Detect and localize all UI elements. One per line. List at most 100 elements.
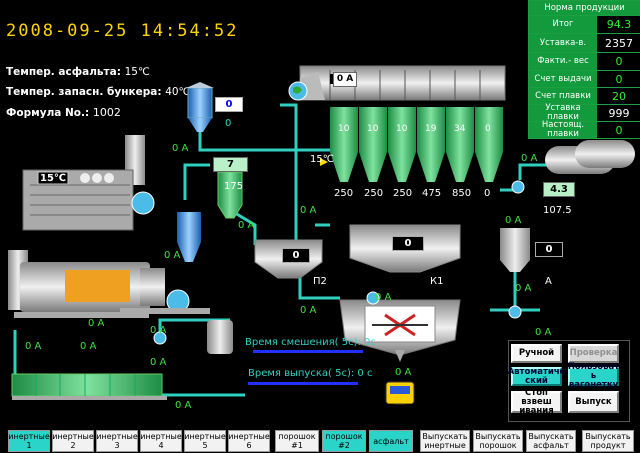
tank-right-reading: 107.5	[543, 205, 572, 216]
stats-title: Норма продукции	[529, 1, 640, 15]
btn-inert-4[interactable]: инертные 4	[140, 430, 182, 452]
valve-icon	[366, 291, 380, 305]
current-right-top: 0 A	[521, 153, 538, 164]
top-hopper-small: 0	[225, 118, 232, 129]
mixer-current: 0 A	[375, 292, 392, 303]
stats-title-row: Норма продукции	[529, 1, 640, 16]
truck-icon	[385, 381, 415, 408]
stats-row-value: 999	[608, 106, 630, 120]
btn-inert-2[interactable]: инертные 2	[52, 430, 94, 452]
btn-powder-1[interactable]: порошок #1	[275, 430, 319, 452]
hot-silos	[320, 107, 503, 182]
bunker-temp-value: 40℃	[165, 86, 191, 98]
powder-tank	[207, 320, 233, 354]
btn-inert-6[interactable]: инертные 6	[228, 430, 270, 452]
datetime-display: 2008-09-25 14:54:52	[6, 21, 239, 41]
stats-row-value: 2357	[605, 36, 633, 50]
top-hopper	[186, 82, 214, 132]
silo-setpoint: 475	[422, 188, 442, 199]
silo-6	[475, 107, 503, 182]
stats-row-label: Уставка-в.	[529, 34, 597, 52]
pipe-elevator-out	[229, 208, 257, 245]
pipe-p2-down	[298, 275, 340, 300]
dryer-current-left: 0 A	[88, 318, 105, 329]
current-p2: 0 A	[238, 220, 255, 231]
hopper-p2-display: 0	[282, 248, 310, 263]
stats-row-value: 0	[615, 72, 623, 86]
stop-weighing-button[interactable]: Стоп взвеш ивания	[511, 388, 562, 415]
stats-row: Счет плавки 20	[529, 88, 640, 105]
silo-value: 10	[338, 124, 350, 134]
mixer	[339, 299, 461, 362]
automatic-button[interactable]: Автоматиче ский	[507, 366, 566, 386]
silo-4	[417, 107, 445, 182]
btn-inert-3[interactable]: инертные 3	[96, 430, 138, 452]
vehicle-current: 0 A	[395, 367, 412, 378]
stats-row-label: Уставка плавки	[529, 104, 597, 122]
pipe-cyclone	[183, 163, 210, 200]
silo-5	[446, 107, 474, 182]
btn-discharge-inert[interactable]: Выпускать инертные	[420, 430, 470, 452]
stats-row: Итог 94.3	[529, 16, 640, 34]
silo-temp: 15℃	[310, 154, 334, 165]
stats-row: Настоящ. плавки 0	[529, 121, 640, 139]
silo-value: 19	[425, 124, 437, 134]
stats-row: Уставка плавки 999	[529, 104, 640, 122]
pipe-filter-down	[280, 103, 298, 150]
stats-row-label: Настоящ. плавки	[529, 121, 597, 139]
btn-inert-1[interactable]: инертные 1	[8, 430, 50, 452]
btn-inert-5[interactable]: инертные 5	[184, 430, 226, 452]
formula-value: 1002	[92, 106, 121, 119]
current-right-bot: 0 A	[535, 327, 552, 338]
btn-discharge-powder[interactable]: Выпускать порошок	[473, 430, 523, 452]
asphalt-temp: Темпер. асфальта: 15℃	[6, 66, 150, 78]
silo-value: 0	[485, 124, 491, 134]
silo-temp-indicator	[320, 158, 328, 166]
stats-row-label: Факти.- вес	[529, 53, 597, 70]
manual-button[interactable]: Ручной	[511, 344, 562, 363]
dryer-assembly	[8, 135, 210, 318]
bag-filter	[288, 65, 506, 101]
asphalt-temp-value: 15℃	[124, 66, 150, 78]
formula-label: Формула No.:	[6, 107, 90, 119]
tank-a-label: A	[545, 276, 552, 287]
cold-feeders	[11, 373, 167, 400]
stats-row: Счет выдачи 0	[529, 71, 640, 88]
silo-value: 34	[454, 124, 466, 134]
pump-current-left: 0 A	[150, 325, 167, 336]
feeder-current: 0 A	[150, 357, 167, 368]
stats-row-value: 20	[612, 89, 626, 103]
stats-row: Уставка-в. 2357	[529, 34, 640, 53]
mixer-current-left: 0 A	[300, 305, 317, 316]
discharge-button[interactable]: Выпуск	[568, 391, 619, 413]
asphalt-temp-label: Темпер. асфальта:	[6, 66, 121, 78]
tank-a-display: 0	[535, 242, 563, 257]
bunker-temp: Темпер. запасн. бункера: 40℃	[6, 86, 190, 98]
formula: Формула No.: 1002	[6, 106, 121, 119]
feeder-current: 0 A	[80, 341, 97, 352]
user-wagon-button[interactable]: Пользоват ь вагонетку	[567, 362, 620, 390]
pipe-top-hopper	[198, 130, 298, 240]
top-hopper-display: 0	[215, 97, 243, 112]
elevator-reading: 175	[224, 181, 244, 192]
bunker-temp-label: Темпер. запасн. бункера:	[6, 86, 162, 98]
tank-a	[500, 228, 530, 272]
stats-row-value: 94.3	[606, 18, 632, 31]
mix-time: Время смешения( 5c): 0c	[245, 337, 376, 348]
stats-row-label: Счет выдачи	[529, 71, 597, 87]
btn-discharge-asphalt[interactable]: Выпускать асфальт	[526, 430, 576, 452]
valve-icons	[153, 180, 525, 345]
valve-icon	[511, 180, 525, 194]
btn-asphalt[interactable]: асфальт	[369, 430, 413, 452]
btn-powder-2[interactable]: порошок #2	[322, 430, 366, 452]
stats-row-value: 0	[615, 123, 623, 137]
btn-discharge-product[interactable]: Выпускать продукт	[582, 430, 634, 452]
stats-row-value: 0	[615, 55, 623, 68]
check-button[interactable]: Проверка	[568, 344, 619, 363]
valve-icon	[508, 305, 522, 319]
cyclone	[177, 212, 201, 262]
silo-3	[388, 107, 416, 182]
silo-2	[359, 107, 387, 182]
silo-setpoint: 0	[484, 188, 491, 199]
